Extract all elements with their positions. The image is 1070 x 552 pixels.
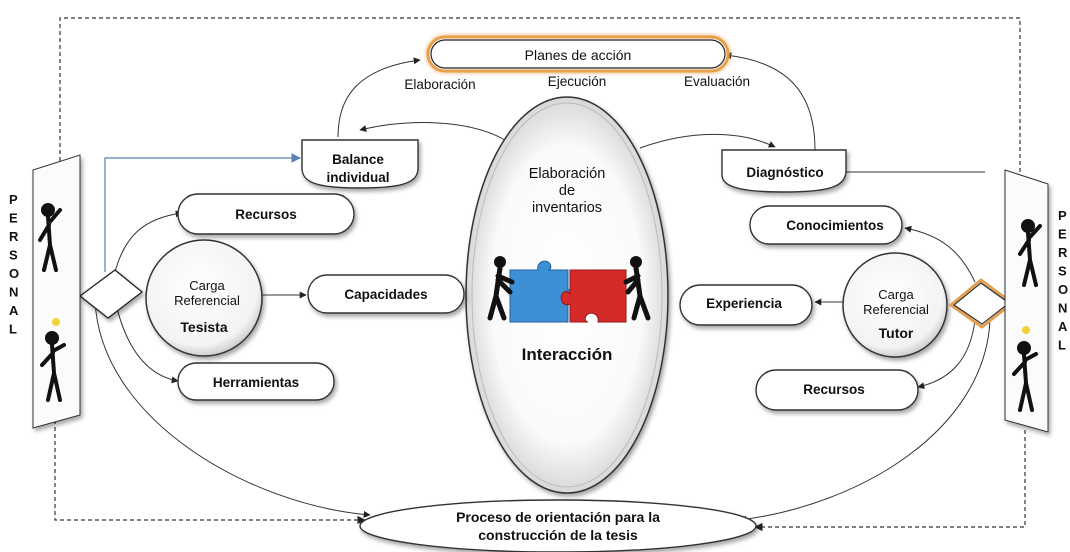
proceso-line1: Proceso de orientación para la: [456, 509, 660, 525]
left-capacidades-node: Capacidades: [307, 274, 465, 314]
connectors: [94, 52, 991, 523]
connector-to-left-herramientas: [114, 299, 179, 384]
dashed-frame-top: [59, 17, 1021, 420]
right-recursos-label: Recursos: [803, 382, 865, 397]
conocimientos-label: Conocimientos: [786, 218, 884, 233]
connector-to-left-recursos: [114, 210, 183, 273]
left-carga-line2: Referencial: [174, 293, 240, 308]
right-recursos-node: Recursos: [755, 369, 919, 411]
diagnostico-node: Diagnóstico: [721, 149, 847, 193]
left-herramientas-node: Herramientas: [177, 362, 335, 401]
left-personal-panel: [32, 154, 81, 429]
experiencia-label: Experiencia: [706, 296, 782, 311]
left-personal-letter: E: [9, 211, 18, 226]
right-carga-line2: Referencial: [863, 302, 929, 317]
left-diamond: [78, 269, 144, 319]
left-recursos-node: Recursos: [177, 193, 355, 235]
left-personal-letter: R: [9, 229, 19, 244]
left-personal-letter: L: [9, 322, 17, 337]
center-line2: de: [559, 183, 575, 199]
right-personal-letter: O: [1058, 282, 1068, 297]
left-capacidades-label: Capacidades: [344, 287, 427, 302]
left-herramientas-label: Herramientas: [213, 375, 299, 390]
left-recursos-label: Recursos: [235, 207, 297, 222]
thinking-person-icon: [1018, 219, 1042, 287]
left-personal-letter: S: [9, 248, 18, 263]
puzzle-people-icon: [487, 256, 651, 323]
right-personal-letter: S: [1058, 264, 1067, 279]
left-carga-role: Tesista: [180, 319, 227, 335]
left-personal-letter: O: [9, 266, 19, 281]
connector-to-right-recursos: [917, 319, 976, 390]
carga-tesista-node: Carga Referencial Tesista: [145, 239, 263, 357]
idea-person-icon: [40, 318, 66, 402]
interaccion-label: Interacción: [522, 345, 613, 364]
evaluacion-label: Evaluación: [684, 74, 750, 89]
elaboracion-label: Elaboración: [404, 77, 475, 92]
right-personal-letter: N: [1058, 301, 1067, 316]
thinking-person-icon: [38, 203, 62, 272]
connector-diagnostico-to-planes: [724, 52, 816, 151]
right-personal-letter: R: [1058, 245, 1068, 260]
left-carga-line1: Carga: [189, 278, 225, 293]
connector-balance-to-planes: [337, 57, 421, 138]
balance-line2: individual: [326, 170, 389, 185]
right-personal-letter: E: [1058, 227, 1067, 242]
right-carga-line1: Carga: [878, 287, 914, 302]
conocimientos-node: Conocimientos: [749, 205, 903, 245]
carga-tutor-node: Carga Referencial Tutor: [842, 252, 948, 358]
experiencia-node: Experiencia: [679, 284, 813, 326]
diagnostico-label: Diagnóstico: [746, 165, 823, 180]
dashed-frame-right-bottom: [754, 430, 1026, 532]
connector-to-conocimientos: [904, 225, 976, 283]
planes-de-accion-node: Planes de acción: [426, 35, 730, 73]
proceso-node: Proceso de orientación para la construcc…: [359, 499, 757, 552]
left-personal-letter: P: [9, 192, 18, 207]
center-line3: inventarios: [532, 200, 602, 216]
dashed-frame: [54, 17, 1026, 532]
dashed-frame-left-bottom: [54, 420, 366, 525]
balance-individual-node: Balance individual: [301, 139, 419, 189]
right-carga-role: Tutor: [879, 325, 914, 341]
inventarios-ellipse: Elaboración de inventarios Interacción: [465, 96, 669, 494]
center-line1: Elaboración: [529, 166, 606, 182]
right-personal-letter: A: [1058, 319, 1068, 334]
proceso-line2: construcción de la tesis: [478, 527, 638, 543]
right-personal-letter: P: [1058, 208, 1067, 223]
balance-line1: Balance: [332, 152, 384, 167]
right-personal-panel: [1004, 169, 1049, 433]
planes-title: Planes de acción: [525, 47, 632, 63]
connector-center-to-balance: [359, 122, 506, 141]
right-diamond: [948, 278, 1015, 329]
ejecucion-label: Ejecución: [548, 74, 607, 89]
right-personal-letter: L: [1058, 338, 1066, 353]
connector-center-to-diagnostico: [639, 133, 776, 149]
idea-person-icon: [1012, 326, 1038, 412]
left-personal-letter: A: [9, 303, 19, 318]
connector-left-to-proceso: [94, 299, 371, 518]
connector-diamond-to-balance: [104, 153, 301, 272]
connector-right-to-proceso: [739, 319, 991, 523]
left-personal-letter: N: [9, 285, 18, 300]
